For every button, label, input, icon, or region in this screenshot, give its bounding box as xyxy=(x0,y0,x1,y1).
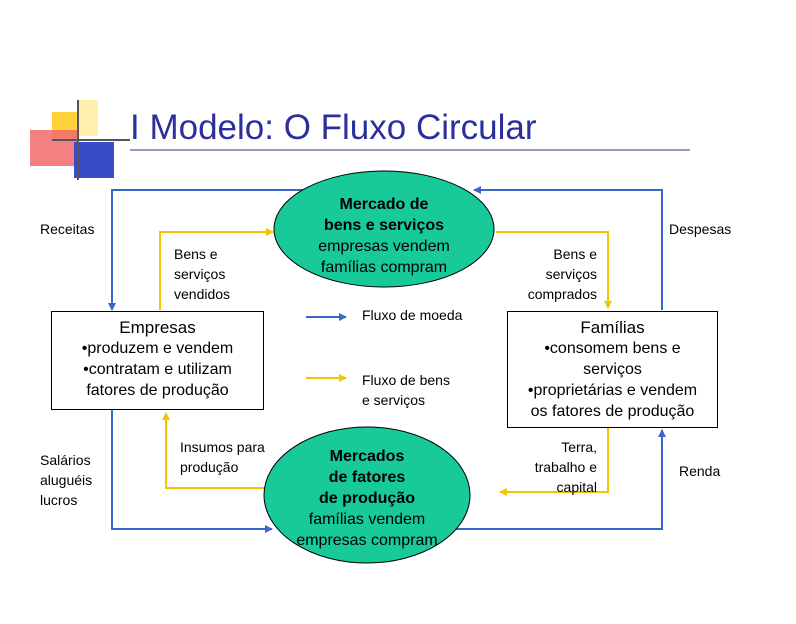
households-line3: •proprietárias e vendem xyxy=(527,382,698,399)
legend-goods-label: Fluxo de bens e serviços xyxy=(362,372,450,408)
label-bens-comprados: Bens e serviços comprados xyxy=(527,246,597,302)
money-flows xyxy=(108,186,666,533)
label-salarios: Salários aluguéis lucros xyxy=(40,452,93,508)
goods-arrow-comprados xyxy=(496,231,612,309)
logo-decoration xyxy=(30,100,130,180)
firms-line3: fatores de produção xyxy=(86,382,229,399)
firms-line2: •contratam e utilizam xyxy=(83,361,232,378)
goods-arrow-insumos xyxy=(162,412,280,489)
factor-market-ellipse xyxy=(263,426,471,564)
money-arrow-renda xyxy=(456,429,666,530)
factor-market-line2: empresas compram xyxy=(296,532,438,549)
money-arrow-salarios xyxy=(111,410,273,533)
label-receitas: Receitas xyxy=(40,221,95,237)
goods-market-ellipse xyxy=(273,170,495,288)
goods-arrow-vendidos xyxy=(159,228,274,310)
households-line1: •consomem bens e xyxy=(544,340,681,357)
goods-market-line1: empresas vendem xyxy=(318,238,450,255)
households-box: Famílias •consomem bens e serviços •prop… xyxy=(507,311,718,428)
firms-line1: •produzem e vendem xyxy=(81,340,234,357)
label-bens-vendidos: Bens e serviços vendidos xyxy=(174,246,231,302)
label-renda: Renda xyxy=(679,463,721,479)
households-line4: os fatores de produção xyxy=(530,403,695,420)
page-title: I Modelo: O Fluxo Circular xyxy=(130,108,537,147)
firms-title: Empresas xyxy=(119,318,196,337)
factor-market-line1: famílias vendem xyxy=(308,511,426,528)
goods-market-title: Mercado de bens e serviços xyxy=(323,196,445,234)
goods-market: Mercado de bens e serviços empresas vend… xyxy=(294,194,474,278)
households-line2: serviços xyxy=(583,361,642,378)
firms-box: Empresas •produzem e vendem •contratam e… xyxy=(51,311,264,410)
goods-flows xyxy=(159,228,612,496)
households-title: Famílias xyxy=(580,318,645,337)
money-arrow-receitas xyxy=(108,189,312,311)
factor-market-title: Mercados de fatores de produção xyxy=(318,448,415,507)
factor-market: Mercados de fatores de produção famílias… xyxy=(284,446,450,551)
goods-market-line2: famílias compram xyxy=(320,259,448,276)
money-arrow-despesas xyxy=(473,186,663,310)
label-despesas: Despesas xyxy=(669,221,732,237)
label-terra: Terra, trabalho e capital xyxy=(534,439,597,495)
legend-money-label: Fluxo de moeda xyxy=(362,307,463,323)
goods-arrow-fatores xyxy=(499,428,609,496)
label-insumos: Insumos para produção xyxy=(180,439,265,475)
